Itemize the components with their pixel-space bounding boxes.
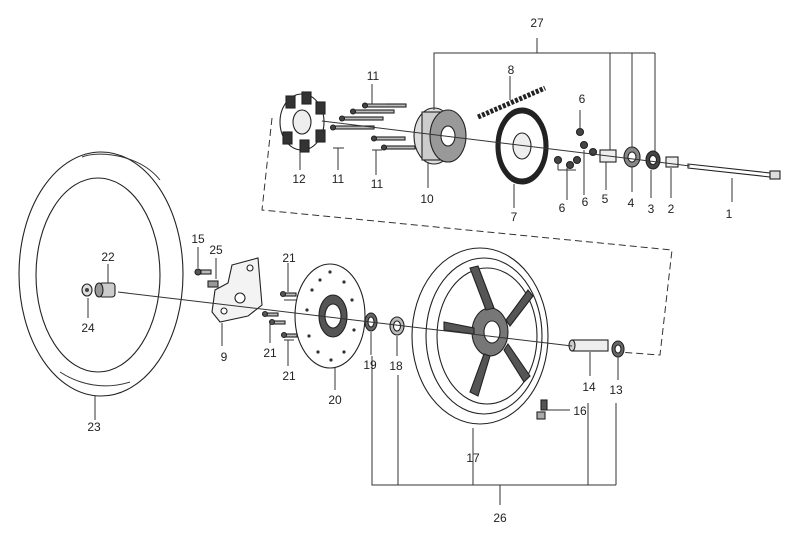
collar-tube xyxy=(568,339,609,352)
callout-8: 8 xyxy=(508,63,515,77)
callout-27: 27 xyxy=(530,16,544,30)
sprocket-hub xyxy=(413,107,467,165)
tire-valve xyxy=(536,399,548,420)
hub-oil-seal xyxy=(645,150,661,170)
callout-5: 5 xyxy=(602,192,609,206)
callout-11-top: 11 xyxy=(367,69,380,83)
axle-nut xyxy=(81,283,93,297)
leader-lines xyxy=(87,38,733,505)
axle-spacer xyxy=(665,156,679,168)
callout-7: 7 xyxy=(511,210,518,224)
cast-wheel xyxy=(411,247,549,425)
upper-axis-line xyxy=(321,120,691,167)
hub-bearing xyxy=(623,146,641,168)
rear-axle xyxy=(687,163,781,180)
drive-chain xyxy=(477,85,546,120)
callout-20: 20 xyxy=(328,393,342,407)
callout-2: 2 xyxy=(668,202,675,216)
callout-24: 24 xyxy=(81,321,95,335)
callout-6-left: 6 xyxy=(559,201,566,215)
hub-studs xyxy=(329,102,416,151)
callout-21-left: 21 xyxy=(263,346,277,360)
callout-13: 13 xyxy=(609,383,623,397)
callout-17: 17 xyxy=(466,451,480,465)
callout-22: 22 xyxy=(101,250,115,264)
lower-axis-line xyxy=(117,291,573,347)
bracket-bolt xyxy=(194,268,212,276)
sprocket-nuts xyxy=(553,127,598,170)
disc-bolts xyxy=(261,290,298,339)
bracket-pin xyxy=(207,280,219,288)
hub-assembly-boundary xyxy=(261,117,673,356)
callout-16: 16 xyxy=(573,404,587,418)
wheel-bearing-right xyxy=(611,340,625,358)
callout-4: 4 xyxy=(628,196,635,210)
rear-sprocket xyxy=(495,107,549,185)
callout-21-bottom: 21 xyxy=(282,369,296,383)
callout-3: 3 xyxy=(648,202,655,216)
callout-18: 18 xyxy=(389,359,403,373)
wheel-bearing-left xyxy=(389,316,405,336)
callout-14: 14 xyxy=(582,380,596,394)
callout-21-top: 21 xyxy=(282,251,296,265)
collar-spacer xyxy=(94,282,116,298)
callout-10: 10 xyxy=(420,192,434,206)
callout-25: 25 xyxy=(209,243,223,257)
callout-23: 23 xyxy=(87,420,101,434)
callout-9: 9 xyxy=(221,350,228,364)
callout-6-right: 6 xyxy=(582,195,589,209)
callout-11-left: 11 xyxy=(332,172,345,186)
callout-6-top: 6 xyxy=(579,92,586,106)
brake-disc xyxy=(294,263,366,369)
caliper-bracket xyxy=(211,257,263,323)
tire xyxy=(18,151,184,397)
callout-26: 26 xyxy=(493,511,507,525)
callout-labels: 1 2 3 4 5 6 6 6 7 8 9 10 11 11 11 12 13 … xyxy=(81,16,732,525)
callout-15: 15 xyxy=(191,232,205,246)
callout-1: 1 xyxy=(726,207,733,221)
callout-12: 12 xyxy=(292,172,306,186)
callout-11-right: 11 xyxy=(371,177,384,191)
hub-damper xyxy=(279,91,326,153)
callout-19: 19 xyxy=(363,358,377,372)
